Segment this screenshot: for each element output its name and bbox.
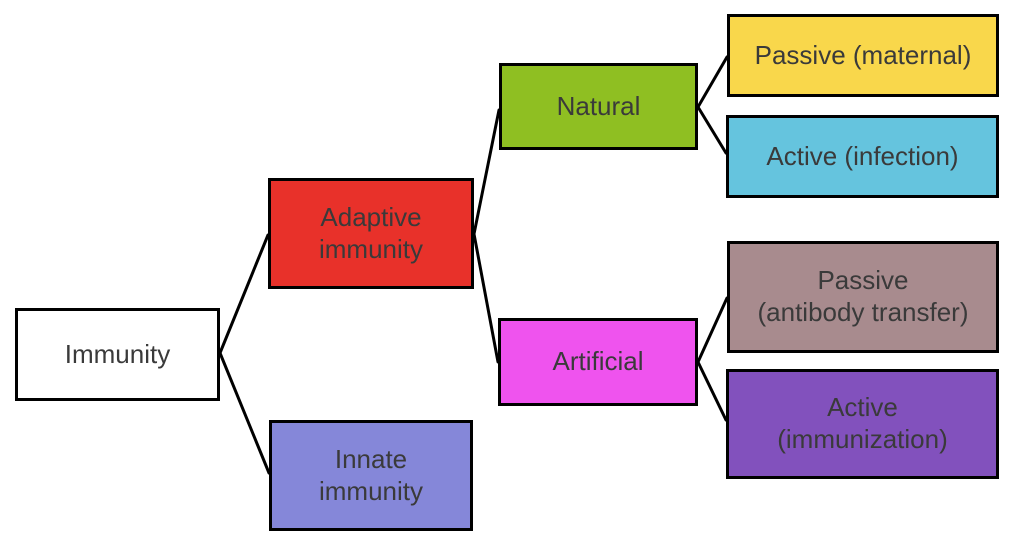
- edge-adaptive-artificial: [472, 232, 500, 364]
- node-immunity-label: Immunity: [64, 338, 171, 369]
- node-natural: Natural: [499, 63, 698, 150]
- node-active-immunization-label: Active (immunization): [777, 392, 948, 454]
- node-active-immunization: Active (immunization): [726, 369, 999, 479]
- edge-artificial-active-immunization: [696, 360, 728, 422]
- edge-artificial-passive-antibody: [696, 296, 729, 364]
- node-active-infection-label: Active (infection): [766, 140, 959, 171]
- edge-natural-active-infection: [696, 105, 728, 155]
- edge-immunity-adaptive: [218, 233, 270, 355]
- node-artificial: Artificial: [498, 318, 698, 406]
- node-innate-immunity: Innate immunity: [269, 420, 473, 531]
- node-adaptive-immunity: Adaptive immunity: [268, 178, 474, 289]
- node-passive-maternal-label: Passive (maternal): [754, 39, 972, 70]
- node-passive-maternal: Passive (maternal): [727, 14, 999, 97]
- edge-immunity-innate: [218, 351, 271, 475]
- node-innate-immunity-label: Innate immunity: [318, 443, 423, 506]
- node-natural-label: Natural: [556, 90, 641, 121]
- node-immunity: Immunity: [15, 308, 220, 401]
- node-passive-antibody-transfer: Passive (antibody transfer): [727, 241, 999, 353]
- edge-adaptive-natural: [472, 108, 501, 236]
- edge-natural-passive-maternal: [696, 55, 729, 109]
- node-artificial-label: Artificial: [552, 346, 644, 377]
- node-passive-antibody-transfer-label: Passive (antibody transfer): [757, 265, 969, 327]
- node-adaptive-immunity-label: Adaptive immunity: [318, 201, 423, 264]
- node-active-infection: Active (infection): [726, 115, 999, 198]
